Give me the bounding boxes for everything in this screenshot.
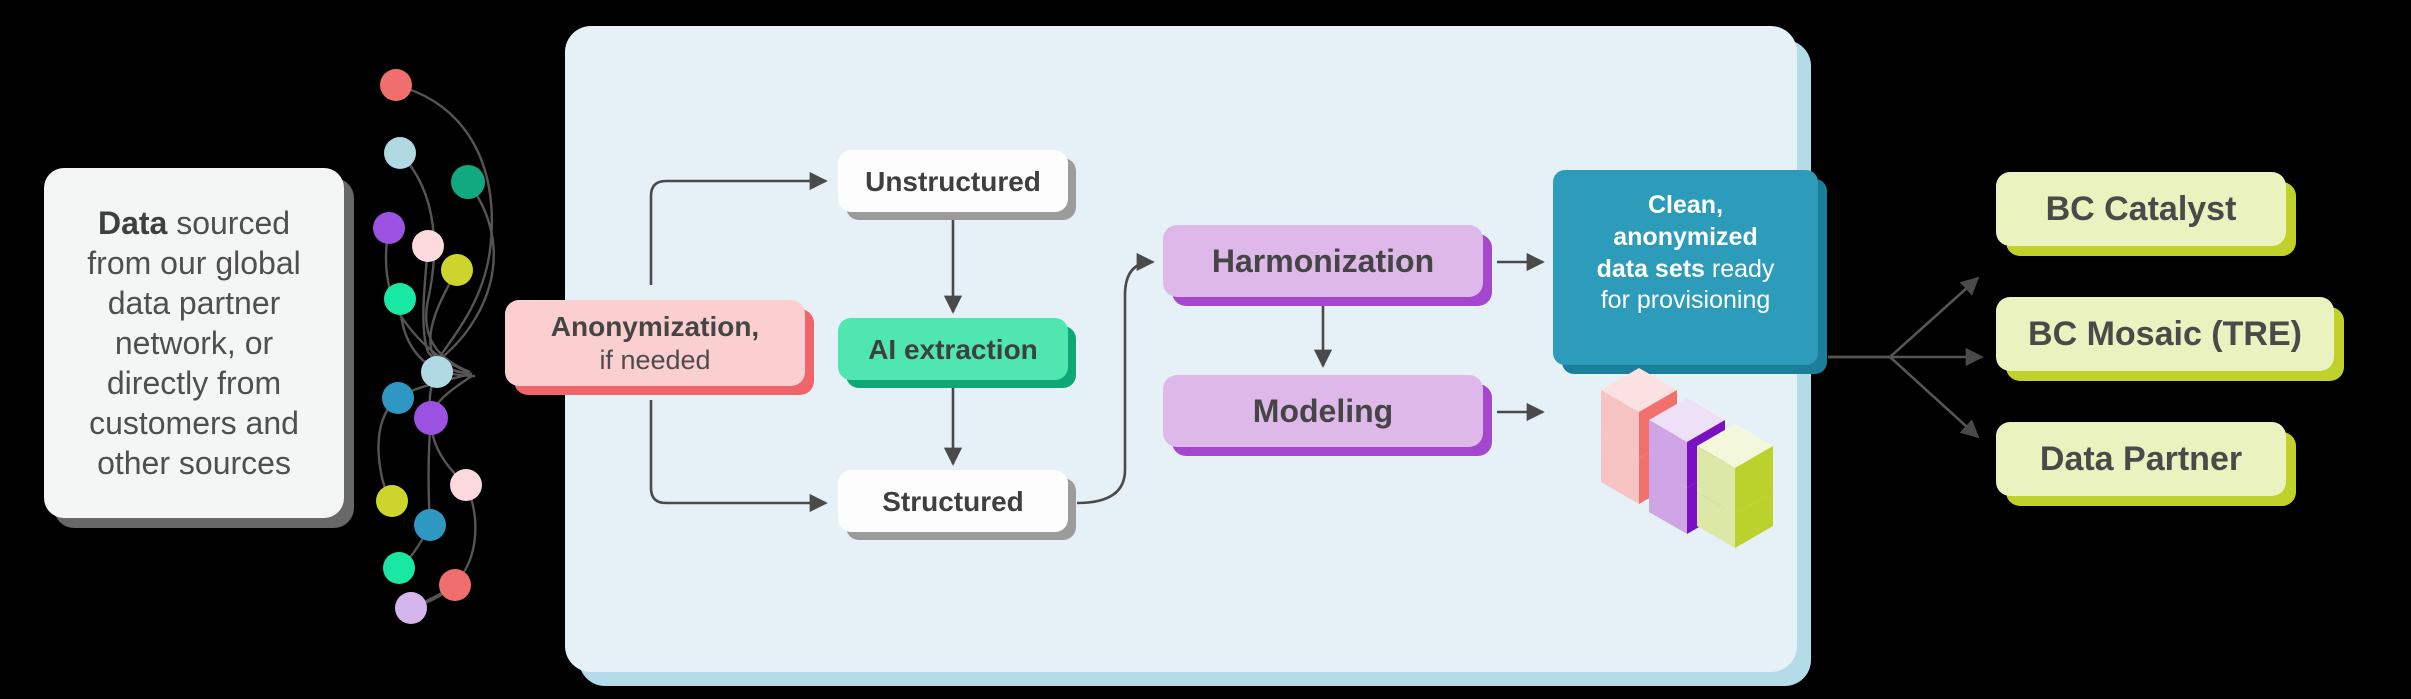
clean-data-bold3: data sets [1596, 254, 1705, 283]
anonymization-label-line1: Anonymization, [550, 310, 760, 342]
source-data-rest: sourced from our global data partner net… [87, 205, 301, 481]
network-dot-5 [441, 254, 473, 286]
cube-purple-top [1649, 398, 1725, 488]
clean-data-bold2: anonymized [1613, 222, 1758, 251]
clean-data-rest2: for provisioning [1600, 286, 1771, 315]
harmonization-label: Harmonization [1211, 243, 1435, 279]
output-bc-mosaic-label: BC Mosaic (TRE) [2028, 314, 2302, 353]
network-dot-4 [412, 230, 444, 262]
anonymization-box[interactable]: Anonymization, if needed [505, 300, 805, 386]
output-bc-catalyst[interactable]: BC Catalyst [1996, 172, 2286, 246]
modeling-label: Modeling [1252, 393, 1394, 429]
unstructured-box[interactable]: Unstructured [838, 150, 1068, 212]
structured-box[interactable]: Structured [838, 470, 1068, 532]
anonymization-label-line2: if needed [599, 344, 711, 375]
network-dot-13 [383, 552, 415, 584]
cube-green-top [1697, 424, 1773, 514]
structured-label: Structured [882, 485, 1024, 517]
ai-extraction-box[interactable]: AI extraction [838, 318, 1068, 380]
output-data-partner-label: Data Partner [2039, 439, 2243, 478]
network-dot-10 [450, 469, 482, 501]
source-data-lead: Data [97, 205, 168, 241]
network-dots [373, 69, 485, 624]
output-bc-mosaic[interactable]: BC Mosaic (TRE) [1996, 297, 2334, 371]
network-dot-1 [384, 137, 416, 169]
network-dot-6 [384, 283, 416, 315]
clean-data-panel: Clean, anonymized data sets ready for pr… [1553, 170, 1818, 548]
modeling-box[interactable]: Modeling [1163, 375, 1483, 447]
network-dot-2 [451, 165, 485, 199]
source-data-text: Data sourced from our global data partne… [70, 203, 318, 483]
source-data-card: Data sourced from our global data partne… [44, 168, 344, 518]
output-bc-catalyst-label: BC Catalyst [2045, 189, 2237, 228]
network-dot-15 [395, 592, 427, 624]
network-dot-3 [373, 212, 405, 244]
ai-extraction-label: AI extraction [868, 333, 1038, 365]
network-dot-12 [414, 509, 446, 541]
clean-data-bold1: Clean, [1647, 191, 1724, 219]
data-cubes-icon [1601, 368, 1773, 548]
clean-data-rest1: ready [1704, 254, 1775, 283]
network-dot-14 [439, 569, 471, 601]
unstructured-label: Unstructured [865, 165, 1041, 197]
network-dot-0 [380, 69, 412, 101]
network-dot-9 [414, 401, 448, 435]
network-dot-11 [376, 485, 408, 517]
network-dot-8 [382, 382, 414, 414]
network-dot-7 [421, 356, 453, 388]
harmonization-box[interactable]: Harmonization [1163, 225, 1483, 297]
output-data-partner[interactable]: Data Partner [1996, 422, 2286, 496]
clean-data-text: Clean, anonymized data sets ready for pr… [1553, 190, 1818, 317]
